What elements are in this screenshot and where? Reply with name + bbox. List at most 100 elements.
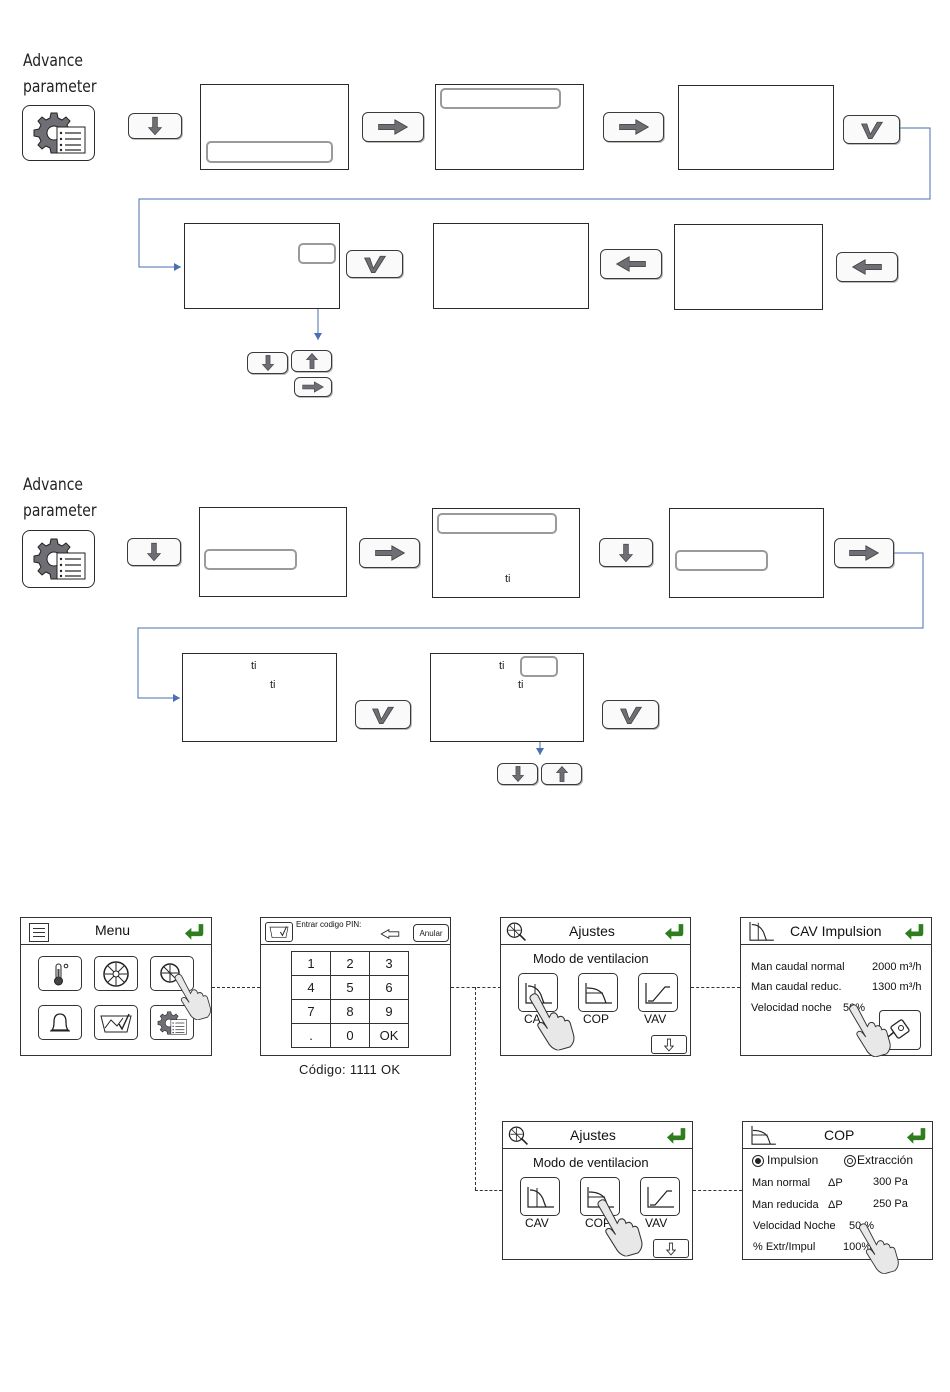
- arrow-up-button[interactable]: [291, 350, 332, 372]
- row-value[interactable]: 2000 m³/h: [872, 961, 922, 973]
- flow1-screen-5: [433, 223, 589, 309]
- flow1-screen-1: [200, 84, 349, 170]
- row-value[interactable]: 100%: [843, 1241, 872, 1253]
- confirm-check-button[interactable]: [602, 700, 659, 729]
- key-2[interactable]: 2: [330, 951, 370, 976]
- flow2-screen-5: ti ti: [430, 653, 584, 742]
- panel-header: [743, 1122, 932, 1149]
- mode-label: VAV: [644, 1012, 667, 1026]
- key-ok[interactable]: OK: [369, 1023, 409, 1048]
- screen-text: ti: [518, 679, 524, 691]
- key-0[interactable]: 0: [330, 1023, 370, 1048]
- advanced-settings-icon[interactable]: [22, 530, 95, 588]
- key-3[interactable]: 3: [369, 951, 409, 976]
- panel-title: CAV Impulsion: [790, 923, 882, 939]
- mode-label: COP: [583, 1012, 610, 1026]
- confirm-check-button[interactable]: [346, 250, 403, 278]
- advanced-settings-icon[interactable]: [150, 1005, 194, 1040]
- radio-impulsion[interactable]: [752, 1155, 764, 1167]
- arrow-down-button[interactable]: [127, 538, 181, 566]
- panel-title: COP: [824, 1127, 855, 1143]
- radio-extraccion[interactable]: [844, 1155, 856, 1167]
- cop-mode-icon[interactable]: [578, 973, 618, 1012]
- arrow-left-button[interactable]: [836, 252, 898, 282]
- pointer-hand-icon: [855, 1219, 901, 1275]
- cop-mode-icon[interactable]: [580, 1177, 620, 1216]
- key-7[interactable]: 7: [291, 999, 331, 1024]
- cav-mode-icon[interactable]: [518, 973, 558, 1012]
- key-8[interactable]: 8: [330, 999, 370, 1024]
- flow1-screen-3: [678, 85, 834, 170]
- vav-mode-icon[interactable]: [638, 973, 678, 1012]
- cav-mode-icon[interactable]: [520, 1177, 560, 1216]
- cav-panel: CAV Impulsion Man caudal normal 2000 m³/…: [740, 917, 932, 1056]
- arrow-right-button[interactable]: [834, 538, 894, 568]
- arrow-down-button[interactable]: [128, 113, 182, 139]
- confirm-check-button[interactable]: [843, 115, 900, 144]
- schedule-icon[interactable]: [265, 922, 293, 942]
- key-6[interactable]: 6: [369, 975, 409, 1000]
- flow1-screen-6: [674, 224, 823, 310]
- key-dot[interactable]: .: [291, 1023, 331, 1048]
- arrow-right-button[interactable]: [603, 112, 664, 142]
- radio-label: Extracción: [857, 1153, 914, 1167]
- value-field: [298, 243, 336, 264]
- back-icon[interactable]: [666, 1126, 688, 1145]
- thermometer-icon[interactable]: [38, 956, 82, 991]
- row-value[interactable]: 250 Pa: [873, 1198, 908, 1210]
- row-value[interactable]: 300 Pa: [873, 1176, 908, 1188]
- menu-icon[interactable]: [29, 923, 49, 942]
- arrow-down-button[interactable]: [247, 352, 288, 374]
- backspace-icon[interactable]: [379, 927, 401, 941]
- screen-text: ti: [505, 573, 511, 585]
- confirm-check-button[interactable]: [355, 700, 411, 729]
- vav-mode-icon[interactable]: [640, 1177, 680, 1216]
- panel-header: [261, 918, 450, 945]
- cancel-button[interactable]: Anular: [413, 924, 449, 942]
- settings-fan-icon[interactable]: [506, 1124, 530, 1146]
- panel-subtitle: Modo de ventilacion: [533, 1155, 649, 1170]
- pin-caption: Código: 1111 OK: [299, 1062, 401, 1077]
- flow1-heading-line1: Advance: [23, 51, 84, 71]
- cav-mode-icon: [747, 920, 775, 942]
- back-icon[interactable]: [664, 922, 686, 941]
- row-value[interactable]: 1300 m³/h: [872, 981, 922, 993]
- selected-field: [437, 513, 557, 534]
- key-9[interactable]: 9: [369, 999, 409, 1024]
- key-4[interactable]: 4: [291, 975, 331, 1000]
- arrow-left-button[interactable]: [600, 249, 662, 279]
- dashed-connector: [691, 987, 740, 988]
- schedule-icon[interactable]: [94, 1005, 138, 1040]
- arrow-down-button[interactable]: [497, 763, 538, 785]
- fan-icon[interactable]: [94, 956, 138, 991]
- dashed-connector: [693, 1190, 742, 1191]
- screen-text: ti: [499, 660, 505, 672]
- key-5[interactable]: 5: [330, 975, 370, 1000]
- row-delta: ΔP: [828, 1199, 843, 1211]
- screen-text: ti: [270, 679, 276, 691]
- arrow-right-button[interactable]: [359, 538, 420, 568]
- value-field: [520, 656, 558, 677]
- panel-title: Menu: [95, 922, 131, 938]
- settings-fan-icon[interactable]: [504, 920, 528, 942]
- panel-header: [741, 918, 931, 945]
- advanced-settings-icon[interactable]: [22, 105, 95, 161]
- scroll-down-button[interactable]: [651, 1035, 687, 1054]
- arrow-right-button[interactable]: [362, 112, 424, 142]
- arrow-up-button[interactable]: [541, 763, 582, 785]
- arrow-right-button[interactable]: [294, 377, 332, 397]
- back-icon[interactable]: [906, 1126, 928, 1145]
- row-label: Velocidad Noche: [753, 1220, 836, 1232]
- back-icon[interactable]: [184, 922, 206, 941]
- scroll-down-button[interactable]: [653, 1239, 689, 1258]
- selected-field: [206, 141, 333, 163]
- bell-icon[interactable]: [38, 1005, 82, 1040]
- arrow-down-button[interactable]: [599, 538, 653, 567]
- back-icon[interactable]: [904, 922, 926, 941]
- panel-subtitle: Modo de ventilacion: [533, 951, 649, 966]
- key-1[interactable]: 1: [291, 951, 331, 976]
- dashed-connector: [475, 987, 476, 1190]
- flow2-screen-1: [199, 507, 347, 597]
- pointer-hand-icon: [593, 1194, 645, 1258]
